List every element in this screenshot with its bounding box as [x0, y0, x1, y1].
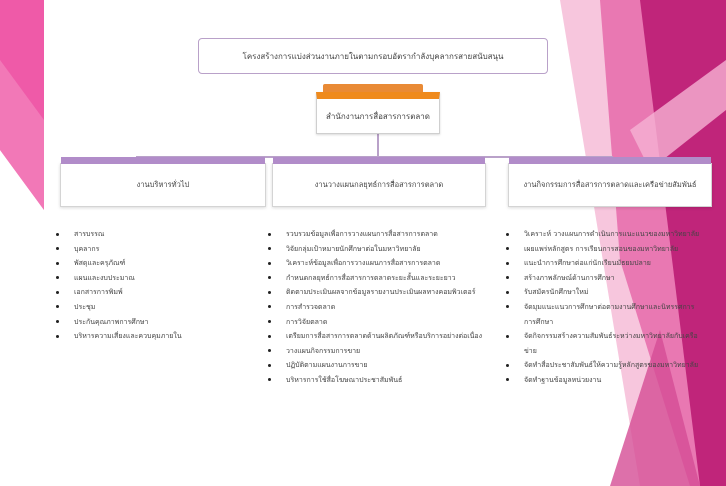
list-item: แนะนำการศึกษาต่อแก่นักเรียนมัธยมปลาย — [506, 256, 702, 271]
list-item: จัดกิจกรรมสร้างความสัมพันธ์ระหว่างมหาวิท… — [506, 329, 702, 358]
column-heading-label: งานกิจกรรมการสื่อสารการตลาดและเครือข่ายส… — [523, 180, 697, 189]
list-item: เผยแพร่หลักสูตร การเรียนการสอนของมหาวิทย… — [506, 242, 702, 257]
list-item: เตรียมการสื่อสารการตลาดด้านผลิตภัณฑ์หรือ… — [268, 329, 500, 344]
title-text: โครงสร้างการแบ่งส่วนงานภายในตามกรอบอัตรา… — [242, 51, 504, 61]
list-item: จัดมุมแนะแนวการศึกษาต่อตามงานศึกษาและนิท… — [506, 300, 702, 329]
list-item: วิเคราะห์ วางแผนการดำเนินการแนะแนวของมหา… — [506, 227, 702, 242]
column-heading-strategy: งานวางแผนกลยุทธ์การสื่อสารการตลาด — [272, 157, 486, 207]
list-item: ประกันคุณภาพการศึกษา — [56, 315, 256, 330]
list-item: เอกสารการพิมพ์ — [56, 285, 256, 300]
list-item: กำหนดกลยุทธ์การสื่อสารการตลาดระยะสั้นและ… — [268, 271, 500, 286]
list-item: วิเคราะห์ข้อมูลเพื่อการวางแผนการสื่อสารก… — [268, 256, 500, 271]
list-item: จัดทำฐานข้อมูลหน่วยงาน — [506, 373, 702, 388]
list-item: การสำรวจตลาด — [268, 300, 500, 315]
top-node: สำนักงานการสื่อสารการตลาด — [316, 84, 440, 134]
left-pink-shade — [0, 60, 44, 210]
list-general-admin: สารบรรณ บุคลากร พัสดุและครุภัณฑ์ แผนและง… — [56, 227, 256, 344]
list-strategy: รวบรวมข้อมูลเพื่อการวางแผนการสื่อสารการต… — [268, 227, 500, 388]
right-light-streak — [630, 60, 726, 170]
title-box: โครงสร้างการแบ่งส่วนงานภายในตามกรอบอัตรา… — [198, 38, 548, 74]
list-item: สร้างภาพลักษณ์ด้านการศึกษา — [506, 271, 702, 286]
column-heading-label: งานวางแผนกลยุทธ์การสื่อสารการตลาด — [314, 180, 444, 189]
column-heading-tab — [61, 157, 265, 164]
list-activities-network: วิเคราะห์ วางแผนการดำเนินการแนะแนวของมหา… — [506, 227, 702, 388]
list-item: จัดทำสื่อประชาสัมพันธ์ให้ความรู้หลักสูตร… — [506, 358, 702, 373]
column-heading-tab — [273, 157, 485, 164]
list-item: สารบรรณ — [56, 227, 256, 242]
connector-vertical-top — [377, 134, 379, 158]
list-item: วิจัยกลุ่มเป้าหมายนักศึกษาต่อในมหาวิทยาล… — [268, 242, 500, 257]
top-node-tab — [323, 84, 423, 92]
right-bottom-shape — [610, 330, 700, 486]
list-item: วางแผนกิจกรรมการขาย — [268, 344, 500, 359]
list-item: บริหารความเสี่ยงและควบคุมภายใน — [56, 329, 256, 344]
list-item: รับสมัครนักศึกษาใหม่ — [506, 285, 702, 300]
list-item: บุคลากร — [56, 242, 256, 257]
list-item: บริหารการใช้สื่อโฆษณาประชาสัมพันธ์ — [268, 373, 500, 388]
top-node-label: สำนักงานการสื่อสารการตลาด — [326, 111, 430, 121]
list-item: ประชุม — [56, 300, 256, 315]
list-item: ปฏิบัติตามแผนงานการขาย — [268, 358, 500, 373]
list-item: รวบรวมข้อมูลเพื่อการวางแผนการสื่อสารการต… — [268, 227, 500, 242]
list-item: การวิจัยตลาด — [268, 315, 500, 330]
list-item: ติดตามประเมินผลจากข้อมูลรายงานประเมินผลท… — [268, 285, 500, 300]
column-heading-activities-network: งานกิจกรรมการสื่อสารการตลาดและเครือข่ายส… — [508, 157, 712, 207]
column-heading-general-admin: งานบริหารทั่วไป — [60, 157, 266, 207]
column-heading-label: งานบริหารทั่วไป — [136, 180, 190, 189]
column-heading-tab — [509, 157, 711, 164]
list-item: พัสดุและครุภัณฑ์ — [56, 256, 256, 271]
list-item: แผนและงบประมาณ — [56, 271, 256, 286]
